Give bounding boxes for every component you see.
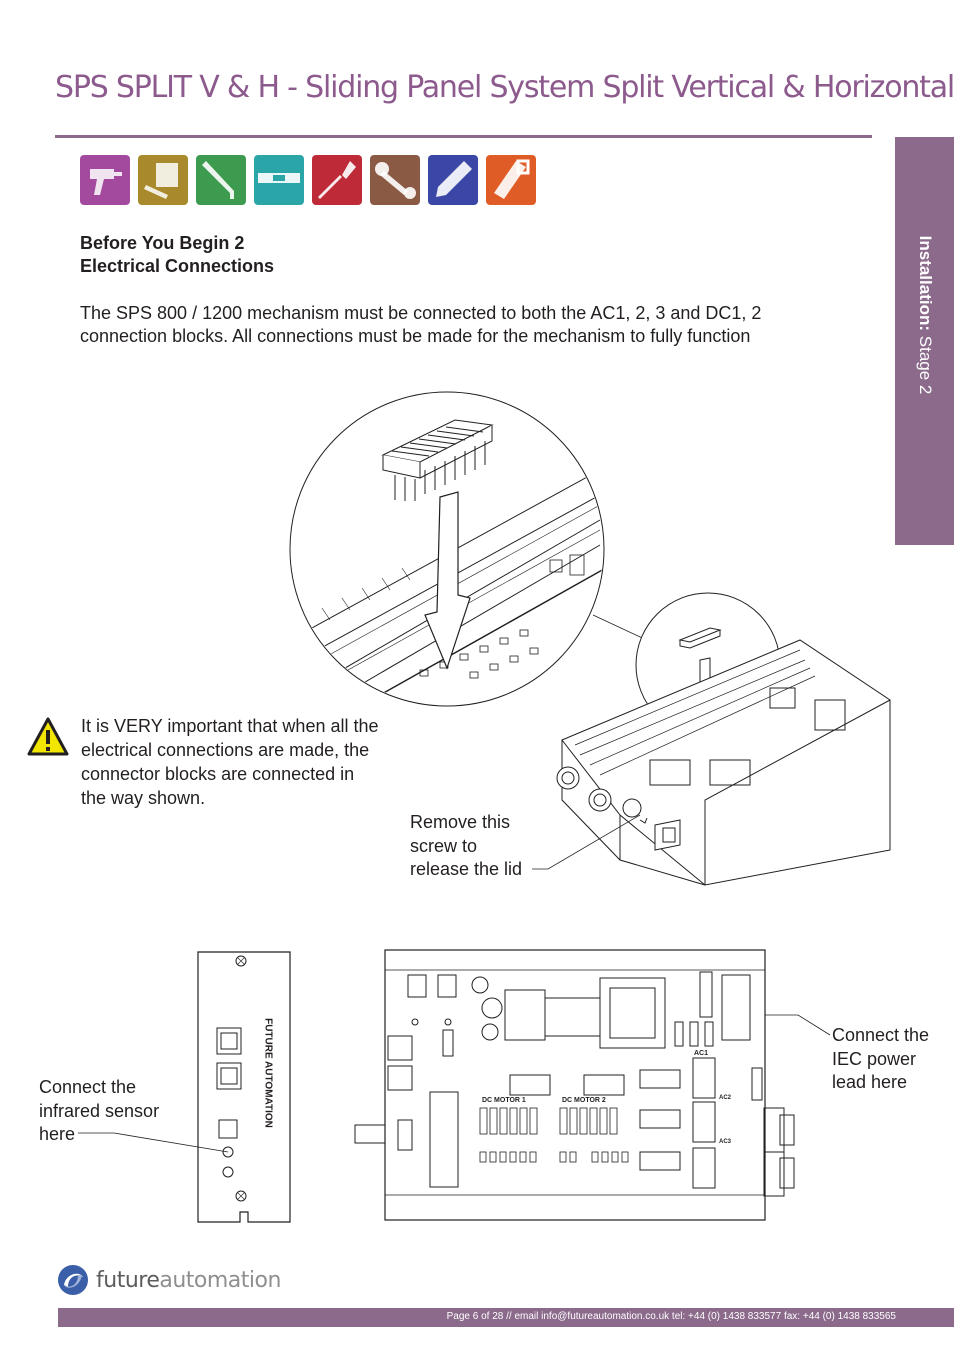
footer-bar: Page 6 of 28 // email info@futureautomat… xyxy=(58,1308,954,1327)
detail-zoom-view xyxy=(289,391,605,707)
logo-wordmark: futureautomation xyxy=(96,1267,281,1293)
pencil-icon xyxy=(428,155,478,205)
front-panel-drawing xyxy=(197,951,291,1223)
ac1-label: AC1 xyxy=(694,1050,709,1057)
tape-measure-icon xyxy=(138,155,188,205)
enclosure-iso xyxy=(556,639,891,886)
tools-required xyxy=(80,155,536,205)
ac3-label: AC3 xyxy=(719,1139,732,1145)
spirit-level-icon xyxy=(254,155,304,205)
logo-swirl-icon xyxy=(58,1265,88,1295)
allen-key-icon xyxy=(196,155,246,205)
ac2-label: AC2 xyxy=(719,1095,732,1101)
intro-paragraph: The SPS 800 / 1200 mechanism must be con… xyxy=(80,303,762,346)
spanner-icon xyxy=(370,155,420,205)
company-logo: futureautomation xyxy=(56,1263,281,1297)
pcb-plan-drawing xyxy=(354,949,795,1221)
footer-text: Page 6 of 28 // email info@futureautomat… xyxy=(446,1311,896,1322)
page-title: SPS SPLIT V & H - Sliding Panel System S… xyxy=(55,70,954,105)
warning-icon xyxy=(27,717,69,756)
warning-text: It is VERY important that when all the e… xyxy=(81,716,379,808)
side-tab: Installation: Stage 2 xyxy=(895,137,954,545)
dc-motor-1-label: DC MOTOR 1 xyxy=(482,1097,526,1104)
dc-motor-2-label: DC MOTOR 2 xyxy=(562,1097,606,1104)
hacksaw-icon xyxy=(486,155,536,205)
screwdriver-icon xyxy=(312,155,362,205)
section-heading: Before You Begin 2 Electrical Connection… xyxy=(80,233,275,276)
panel-brand-label: FUTURE AUTOMATION xyxy=(262,1018,274,1128)
drill-icon xyxy=(80,155,130,205)
title-divider xyxy=(55,135,872,138)
